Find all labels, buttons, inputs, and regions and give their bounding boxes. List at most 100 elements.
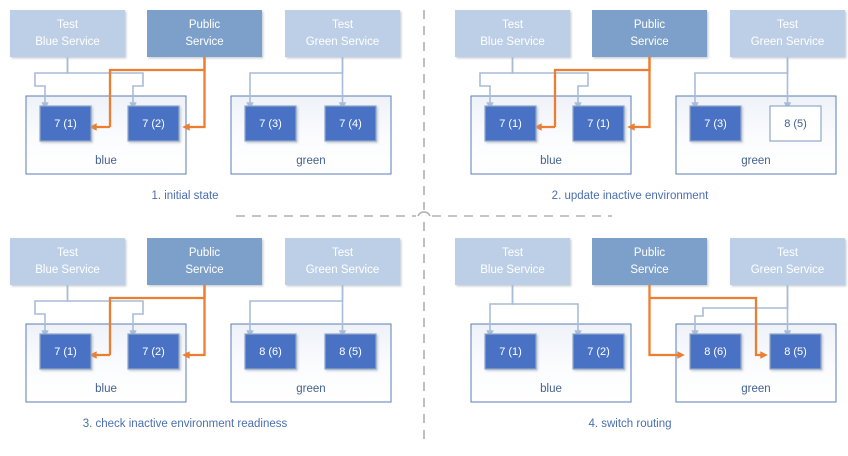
service-box bbox=[10, 10, 125, 57]
instance-label: 8 (6) bbox=[704, 346, 727, 358]
instance-box bbox=[484, 333, 537, 370]
service-label-line1: Test bbox=[777, 19, 799, 31]
service-label-line1: Test bbox=[332, 19, 354, 31]
instance-box bbox=[39, 333, 92, 370]
service-label-line2: Blue Service bbox=[480, 36, 545, 48]
service-label-line1: Public bbox=[189, 247, 221, 259]
panel-3-instance-4[interactable]: 8 (5) bbox=[324, 333, 377, 370]
service-label-line2: Service bbox=[185, 264, 223, 276]
panel-2-test-green-service[interactable]: Test Green Service bbox=[730, 10, 845, 57]
service-label-line1: Test bbox=[777, 247, 799, 259]
panel-2-instance-2[interactable]: 7 (1) bbox=[572, 105, 625, 142]
panel-4-instance-1[interactable]: 7 (1) bbox=[484, 333, 537, 370]
service-box bbox=[285, 10, 400, 57]
panel-3: Test Blue Service Public Service Test Gr… bbox=[10, 238, 400, 430]
panel-4-blue-env-label: blue bbox=[540, 383, 562, 395]
service-label-line2: Blue Service bbox=[480, 264, 545, 276]
service-label-line1: Public bbox=[634, 247, 666, 259]
panel-2-instance-3[interactable]: 7 (3) bbox=[689, 105, 742, 142]
service-box bbox=[730, 238, 845, 285]
panel-4-green-env-label: green bbox=[741, 383, 770, 395]
panel-2-instance-1[interactable]: 7 (1) bbox=[484, 105, 537, 142]
panel-3-instance-2[interactable]: 7 (2) bbox=[127, 333, 180, 370]
panel-2-instance-4-inactive[interactable]: 8 (5) bbox=[769, 105, 822, 142]
instance-box bbox=[572, 333, 625, 370]
service-label-line1: Test bbox=[57, 247, 79, 259]
panel-1-public-service[interactable]: Public Service bbox=[147, 10, 262, 57]
panel-3-blue-env-label: blue bbox=[95, 383, 117, 395]
service-label-line1: Public bbox=[634, 19, 666, 31]
instance-label: 8 (6) bbox=[259, 346, 282, 358]
panel-4-test-green-service[interactable]: Test Green Service bbox=[730, 238, 845, 285]
instance-box bbox=[572, 105, 625, 142]
instance-box bbox=[324, 333, 377, 370]
panel-1-test-green-service[interactable]: Test Green Service bbox=[285, 10, 400, 57]
panel-3-green-env-label: green bbox=[296, 383, 325, 395]
service-box bbox=[592, 10, 707, 57]
panel-3-instance-1[interactable]: 7 (1) bbox=[39, 333, 92, 370]
panel-2-arrow-testblue-to-instance2 bbox=[511, 57, 589, 110]
panel-1-green-env-label: green bbox=[296, 155, 325, 167]
service-label-line2: Service bbox=[630, 264, 668, 276]
instance-box bbox=[324, 105, 377, 142]
panel-4-instance-4[interactable]: 8 (5) bbox=[769, 333, 822, 370]
panel-2-public-service[interactable]: Public Service bbox=[592, 10, 707, 57]
panel-2-green-env-label: green bbox=[741, 155, 770, 167]
panel-4-public-service[interactable]: Public Service bbox=[592, 238, 707, 285]
instance-box bbox=[244, 105, 297, 142]
panel-4-arrow-testblue-to-instance2 bbox=[511, 285, 582, 338]
panel-1-test-blue-service[interactable]: Test Blue Service bbox=[10, 10, 125, 57]
service-label-line2: Green Service bbox=[751, 36, 825, 48]
panel-4-test-blue-service[interactable]: Test Blue Service bbox=[455, 238, 570, 285]
panel-2-route-arrow-instance2 bbox=[627, 57, 651, 131]
service-label-line2: Blue Service bbox=[35, 264, 100, 276]
panel-3-public-service[interactable]: Public Service bbox=[147, 238, 262, 285]
panel-1-instance-3[interactable]: 7 (3) bbox=[244, 105, 297, 142]
service-label-line2: Blue Service bbox=[35, 36, 100, 48]
instance-label: 7 (1) bbox=[499, 118, 522, 130]
panel-3-instance-3[interactable]: 8 (6) bbox=[244, 333, 297, 370]
service-box bbox=[730, 10, 845, 57]
panel-2-test-blue-service[interactable]: Test Blue Service bbox=[455, 10, 570, 57]
instance-label: 7 (1) bbox=[499, 346, 522, 358]
service-label-line1: Test bbox=[502, 19, 524, 31]
service-label-line1: Test bbox=[332, 247, 354, 259]
panel-3-test-blue-service[interactable]: Test Blue Service bbox=[10, 238, 125, 285]
instance-box bbox=[689, 105, 742, 142]
panel-1-instance-2[interactable]: 7 (2) bbox=[127, 105, 180, 142]
panel-3-test-green-service[interactable]: Test Green Service bbox=[285, 238, 400, 285]
instance-box bbox=[484, 105, 537, 142]
panel-1-instance-1[interactable]: 7 (1) bbox=[39, 105, 92, 142]
service-box bbox=[592, 238, 707, 285]
panel-1: Test Blue Service Public Service Test Gr… bbox=[10, 10, 400, 202]
instance-label: 7 (4) bbox=[339, 118, 362, 130]
service-label-line2: Green Service bbox=[306, 264, 380, 276]
panel-1-blue-env-label: blue bbox=[95, 155, 117, 167]
panel-1-instance-4[interactable]: 7 (4) bbox=[324, 105, 377, 142]
service-box bbox=[285, 238, 400, 285]
service-box bbox=[455, 238, 570, 285]
panel-2-blue-env-label: blue bbox=[540, 155, 562, 167]
service-label-line1: Public bbox=[189, 19, 221, 31]
panel-4-caption: 4. switch routing bbox=[588, 418, 671, 430]
instance-label: 7 (1) bbox=[54, 118, 77, 130]
divider-crossover-arc bbox=[417, 211, 431, 217]
instance-box bbox=[689, 333, 742, 370]
service-box bbox=[147, 238, 262, 285]
instance-label: 7 (3) bbox=[704, 118, 727, 130]
panel-2-caption: 2. update inactive environment bbox=[552, 190, 709, 202]
instance-box bbox=[127, 333, 180, 370]
service-box bbox=[147, 10, 262, 57]
instance-label: 7 (2) bbox=[142, 118, 165, 130]
instance-box bbox=[127, 105, 180, 142]
panel-4-instance-2[interactable]: 7 (2) bbox=[572, 333, 625, 370]
panel-3-caption: 3. check inactive environment readiness bbox=[83, 418, 288, 430]
instance-box bbox=[769, 333, 822, 370]
service-box bbox=[10, 238, 125, 285]
panel-3-route-arrow-instance2 bbox=[182, 285, 206, 359]
service-label-line2: Green Service bbox=[306, 36, 380, 48]
instance-label: 8 (5) bbox=[784, 118, 807, 130]
panel-4-instance-3[interactable]: 8 (6) bbox=[689, 333, 742, 370]
panel-4-route-arrow-instance5 bbox=[649, 296, 768, 359]
instance-label: 7 (3) bbox=[259, 118, 282, 130]
